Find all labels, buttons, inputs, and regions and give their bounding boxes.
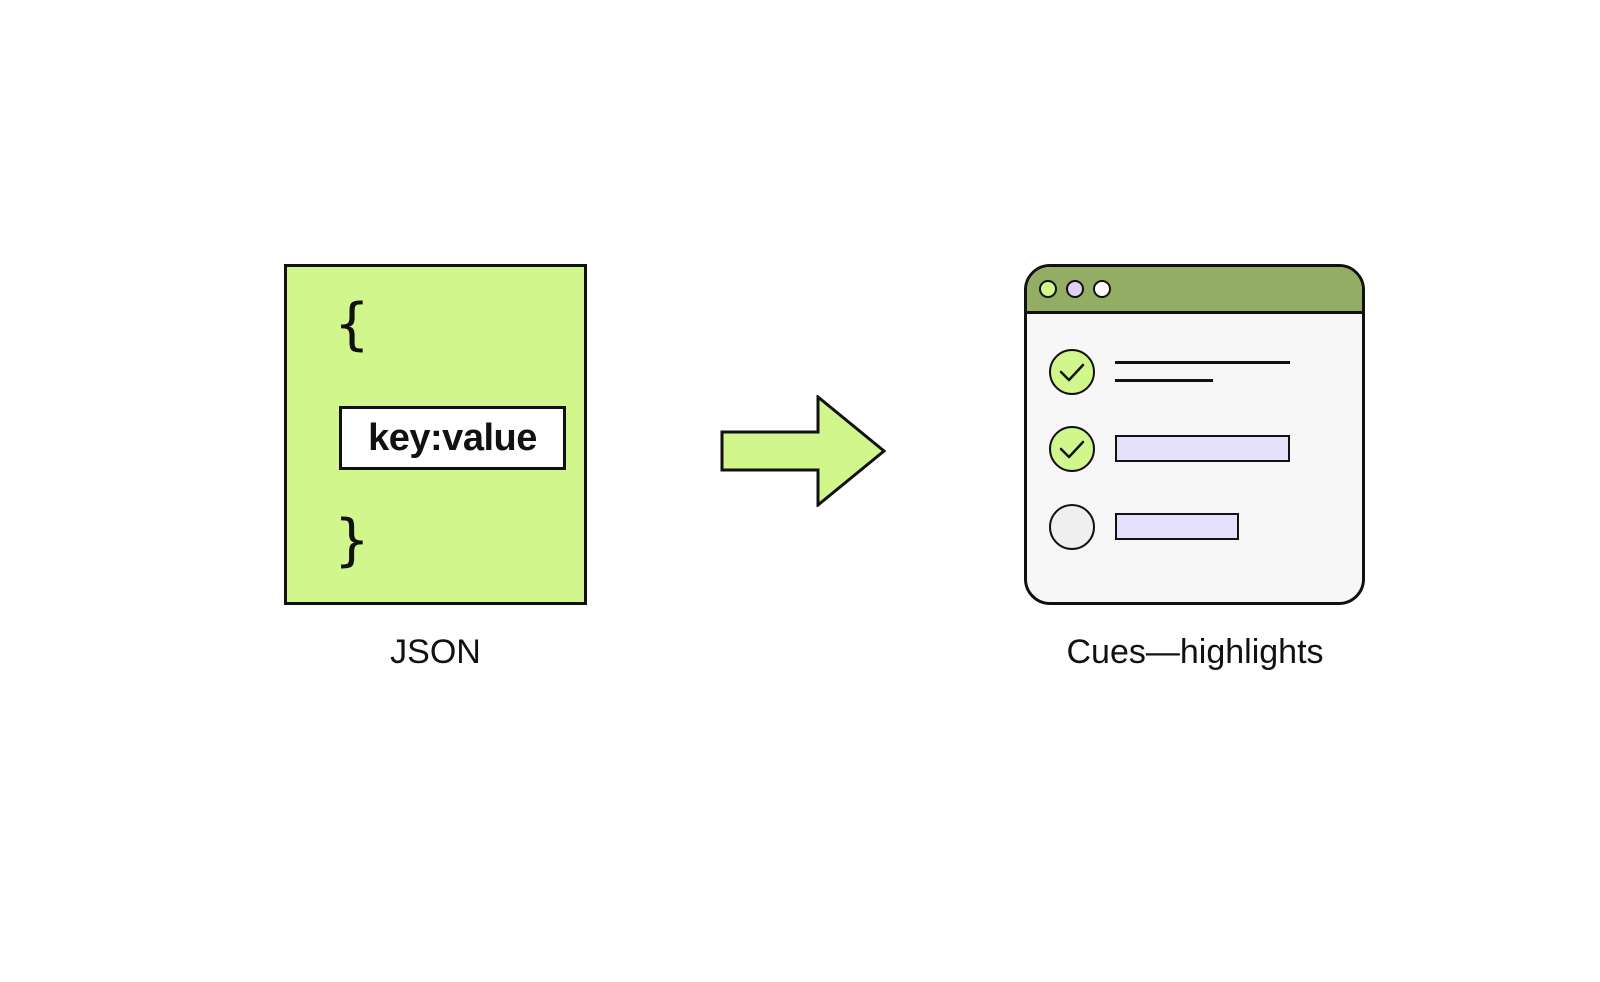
json-document: { key:value } [284, 264, 587, 605]
text-line [1115, 379, 1213, 382]
close-brace: } [335, 508, 369, 573]
checkmark-icon [1049, 426, 1095, 472]
key-value-box: key:value [339, 406, 566, 470]
right-arrow-icon [720, 395, 887, 507]
window-dot-icon [1039, 280, 1057, 298]
window-dot-icon [1066, 280, 1084, 298]
highlight-bar [1115, 435, 1290, 462]
window-dot-icon [1093, 280, 1111, 298]
cues-caption: Cues—highlights [1066, 633, 1324, 671]
checkmark-icon [1049, 349, 1095, 395]
window-titlebar [1027, 267, 1362, 314]
json-caption: JSON [390, 633, 481, 671]
highlight-bar [1115, 513, 1239, 540]
empty-circle-icon [1049, 504, 1095, 550]
text-line [1115, 361, 1290, 364]
open-brace: { [335, 292, 369, 357]
browser-window [1024, 264, 1365, 605]
